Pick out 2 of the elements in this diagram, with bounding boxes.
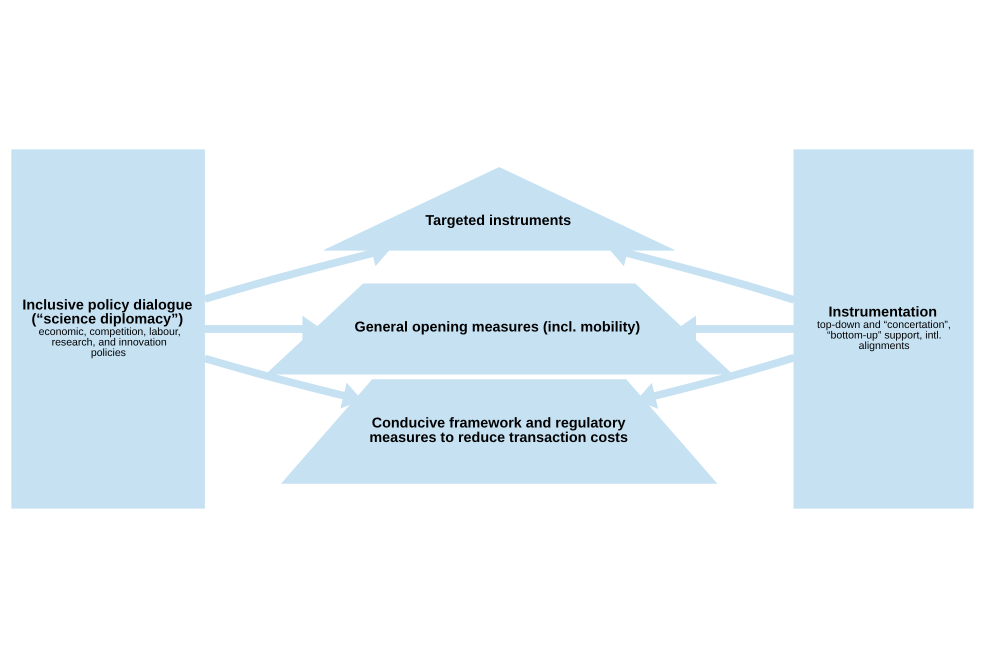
- node-box: Inclusive policy dialogue (“science diplomacy”) economic, competition, labour, research, and innovation policies: [11, 148, 205, 508]
- node-box: Instrumentation top-down and “concertation”, “bottom-up” support, intl. alignments: [794, 148, 974, 508]
